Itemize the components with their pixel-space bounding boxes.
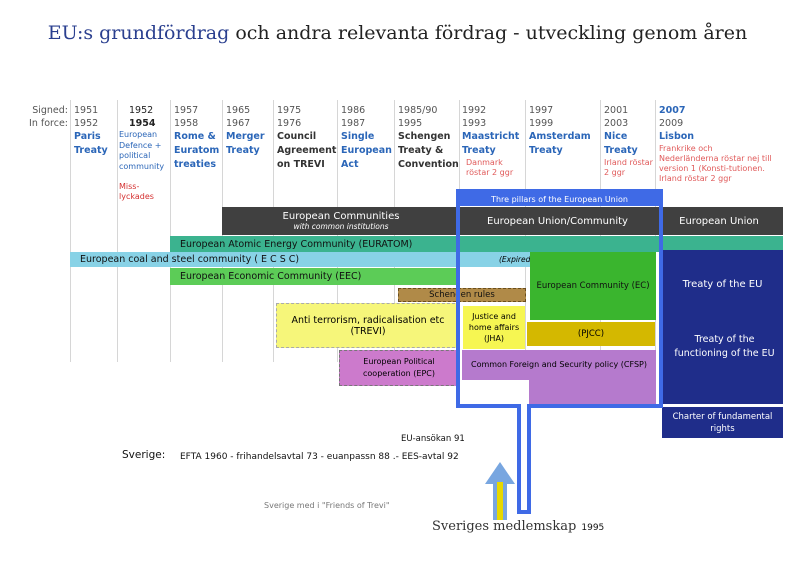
- treaty-name[interactable]: Council Agreement on TREVI: [277, 131, 337, 170]
- treaty-name[interactable]: Merger Treaty: [226, 131, 265, 156]
- eec-bar: European Economic Community (EEC): [170, 268, 460, 285]
- ecsc-bar: European coal and steel community ( E C …: [70, 252, 460, 267]
- signed-year: 1986: [341, 105, 366, 116]
- membership-label: Sveriges medlemskap: [432, 519, 577, 534]
- treaty-name[interactable]: Nice Treaty: [604, 131, 638, 156]
- signed-year: 1992: [462, 105, 487, 116]
- european-union-bar: European Union: [655, 207, 783, 235]
- treaty-name[interactable]: Paris Treaty: [74, 131, 108, 156]
- column-divider: [70, 100, 71, 362]
- column-merger: 1965 1967 Merger Treaty: [226, 104, 270, 158]
- in-force-year: 2003: [604, 118, 629, 129]
- trevi-bar: Anti terrorism, radicalisation etc (TREV…: [276, 303, 460, 348]
- signed-year: 1975: [277, 105, 302, 116]
- in-force-year: 1999: [529, 118, 554, 129]
- column-rome: 1957 1958 Rome & Euratom treaties: [174, 104, 220, 172]
- bar-sublabel: with common institutions: [293, 222, 389, 231]
- schengen-bar: Schengen rules: [398, 288, 526, 302]
- signed-year: 1952: [129, 105, 154, 116]
- sweden-trevi-note: Sverige med i "Friends of Trevi": [264, 501, 390, 510]
- eu-community-bar: European Union/Community: [460, 207, 655, 235]
- treaty-eu-block: [662, 250, 783, 404]
- pjcc-bar: (PJCC): [527, 322, 655, 346]
- cfsp-bar: Common Foreign and Security policy (CFSP…: [462, 350, 656, 380]
- tfeu-label: Treaty of the functioning of the EU: [674, 334, 775, 359]
- column-edc: 1952 1954 European Defence + political c…: [119, 104, 171, 202]
- treaty-note: Frankrike och Nederländerna röstar nej t…: [659, 144, 772, 183]
- signed-year: 1985/90: [398, 105, 438, 116]
- column-divider: [170, 100, 171, 362]
- jha-bar: Justice and home affairs (JHA): [463, 306, 525, 349]
- treaty-name[interactable]: Maastricht Treaty: [462, 131, 520, 156]
- in-force-year: 1954: [129, 118, 156, 129]
- title-part1: EU:s grundfördrag: [47, 22, 230, 44]
- european-communities-bar: European Communities with common institu…: [222, 207, 460, 235]
- column-nice: 2001 2003 Nice Treaty Irland röstar 2 gg…: [604, 104, 656, 178]
- three-pillars-header: Thre pillars of the European Union: [460, 193, 659, 206]
- signed-year: 1997: [529, 105, 554, 116]
- column-schengen: 1985/90 1995 Schengen Treaty & Conventio…: [398, 104, 459, 172]
- treaty-name[interactable]: Single European Act: [341, 131, 392, 170]
- in-force-year: 1993: [462, 118, 487, 129]
- membership-year: 1995: [581, 523, 605, 533]
- treaty-note: Miss-lyckades: [119, 182, 154, 201]
- eu-application-label: EU-ansökan 91: [401, 434, 465, 444]
- signed-year: 1951: [74, 105, 99, 116]
- in-force-year: 2009: [659, 118, 684, 129]
- treaty-note: Danmark röstar 2 ggr: [466, 158, 514, 177]
- bar-label: European Communities: [282, 211, 400, 222]
- title-part2: och andra relevanta fördrag - utveckling…: [229, 22, 748, 44]
- column-maastricht: 1992 1993 Maastricht Treaty Danmark röst…: [462, 104, 524, 178]
- column-sea: 1986 1987 Single European Act: [341, 104, 393, 172]
- in-force-label: In force:: [29, 118, 68, 129]
- column-lisbon: 2007 2009 Lisbon Frankrike och Nederländ…: [659, 104, 774, 184]
- signed-year: 1965: [226, 105, 251, 116]
- treaty-note: Irland röstar 2 ggr: [604, 158, 653, 177]
- euratom-bar: European Atomic Energy Community (EURATO…: [170, 236, 783, 252]
- treaty-name[interactable]: Amsterdam Treaty: [529, 131, 591, 156]
- column-paris: 1951 1952 Paris Treaty: [74, 104, 114, 158]
- in-force-year: 1952: [74, 118, 99, 129]
- treaty-name[interactable]: Rome & Euratom treaties: [174, 131, 220, 170]
- signed-label: Signed:: [32, 105, 68, 116]
- charter-bar: Charter of fundamental rights: [662, 407, 783, 438]
- page-title: EU:s grundfördrag och andra relevanta fö…: [0, 22, 795, 44]
- treaty-name[interactable]: Schengen Treaty & Convention: [398, 131, 459, 170]
- column-trevi: 1975 1976 Council Agreement on TREVI: [277, 104, 337, 172]
- treaty-name[interactable]: Lisbon: [659, 131, 695, 142]
- sweden-arrow-icon: [485, 462, 515, 520]
- in-force-year: 1967: [226, 118, 251, 129]
- sweden-membership: Sveriges medlemskap 1995: [432, 515, 604, 534]
- signed-year: 1957: [174, 105, 199, 116]
- treaty-of-eu-label: Treaty of the EU: [682, 278, 763, 290]
- column-divider: [117, 100, 118, 362]
- ec-bar: European Community (EC): [530, 252, 656, 320]
- in-force-year: 1987: [341, 118, 366, 129]
- column-amsterdam: 1997 1999 Amsterdam Treaty: [529, 104, 591, 158]
- sweden-label: Sverige:: [122, 449, 166, 461]
- treaty-name[interactable]: European Defence + political community: [119, 130, 165, 171]
- in-force-year: 1976: [277, 118, 302, 129]
- signed-year: 2001: [604, 105, 629, 116]
- sweden-timeline: EFTA 1960 - frihandelsavtal 73 - euanpas…: [180, 452, 459, 462]
- in-force-year: 1958: [174, 118, 199, 129]
- cfsp-bar-extension: [529, 378, 656, 404]
- in-force-year: 1995: [398, 118, 423, 129]
- signed-year: 2007: [659, 105, 686, 116]
